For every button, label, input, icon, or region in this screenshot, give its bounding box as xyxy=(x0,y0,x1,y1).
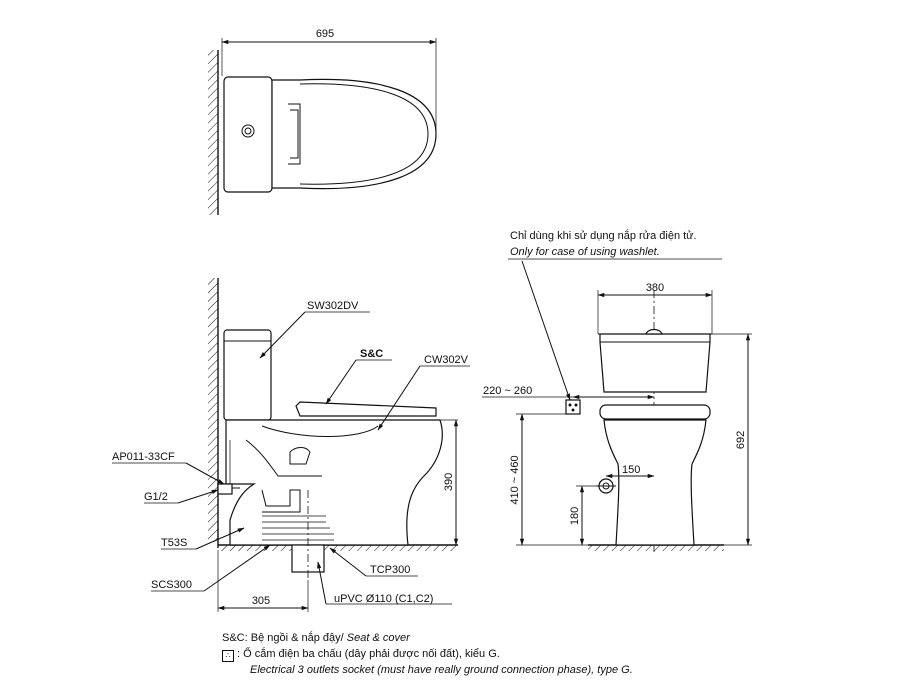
legend-sc-en: Seat & cover xyxy=(346,632,410,644)
front-floor-hatch xyxy=(588,545,724,551)
top-hinge xyxy=(288,103,301,165)
front-bowl xyxy=(603,419,707,546)
note-vietnamese: Chỉ dùng khi sử dụng nắp rửa điện tử. xyxy=(510,229,697,242)
legend-socket-en: Electrical 3 outlets socket (must have r… xyxy=(250,664,633,676)
label-tank: SW302DV xyxy=(307,300,359,312)
electrical-socket-icon: ∴ xyxy=(222,650,234,662)
electrical-socket-icon xyxy=(565,399,581,415)
legend-row-seat-cover: S&C: Bệ ngồi & nắp đậy/ Seat & cover xyxy=(222,630,633,646)
front-tank xyxy=(599,333,711,393)
label-scs: SCS300 xyxy=(151,579,192,591)
dim-total-height: 692 xyxy=(735,431,747,449)
dim-front-width: 380 xyxy=(646,282,664,294)
front-view: Chỉ dùng khi sử dụng nắp rửa điện tử. On… xyxy=(482,229,752,552)
legend-socket-vi: : Ổ cắm điện ba chấu (dây phải được nối … xyxy=(237,648,500,660)
side-wall-hatch xyxy=(208,278,218,542)
dim-top-width: 695 xyxy=(316,28,334,40)
legend-row-socket: ∴: Ổ cắm điện ba chấu (dây phải được nối… xyxy=(222,646,633,662)
front-seat xyxy=(599,404,711,420)
side-floor-hatch xyxy=(218,545,458,551)
note-english: Only for case of using washlet. xyxy=(510,246,660,258)
side-bowl xyxy=(225,419,443,546)
legend-sc-vi: : Bệ ngồi & nắp đậy/ xyxy=(244,632,344,644)
label-tcp: TCP300 xyxy=(370,564,410,576)
legend: S&C: Bệ ngồi & nắp đậy/ Seat & cover ∴: … xyxy=(222,630,633,678)
top-wall-hatch xyxy=(208,50,218,215)
side-view: 390 305 SW302DV S&C CW302V AP011-33CF G1… xyxy=(112,278,470,612)
side-tank xyxy=(223,329,272,421)
top-view: 695 xyxy=(208,28,437,215)
side-seat xyxy=(295,401,437,417)
dim-socket-offset: 220 ~ 260 xyxy=(483,385,532,397)
label-inlet: G1/2 xyxy=(144,491,168,503)
flush-button-icon xyxy=(241,124,255,138)
label-seat: S&C xyxy=(360,348,383,360)
label-t53: T53S xyxy=(161,537,187,549)
label-valve: AP011-33CF xyxy=(112,451,175,463)
dim-inlet-height: 180 xyxy=(569,507,581,525)
dim-socket-height: 410 ~ 460 xyxy=(509,455,521,504)
dim-rough-in: 305 xyxy=(252,595,270,607)
dim-inlet-offset: 150 xyxy=(622,464,640,476)
label-pipe: uPVC Ø110 (C1,C2) xyxy=(334,593,433,605)
side-inlet-valve xyxy=(217,483,233,495)
top-seat-lid xyxy=(271,78,437,190)
label-bowl: CW302V xyxy=(424,354,469,366)
legend-sc-abbr: S&C xyxy=(222,632,245,644)
dim-side-height: 390 xyxy=(443,473,455,491)
